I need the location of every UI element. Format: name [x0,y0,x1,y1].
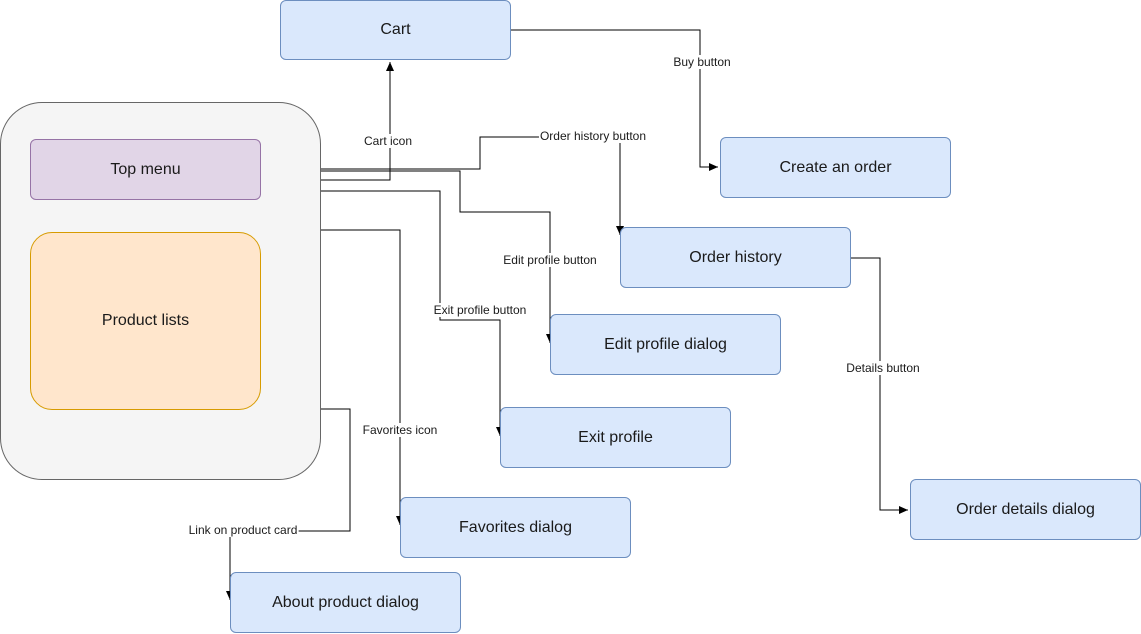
edge-details-button [850,257,908,514]
edge-exit-profile-button [260,190,504,436]
top-menu-node: Top menu [30,139,261,200]
edge-buy-button [510,29,718,171]
product-lists-node: Product lists [30,232,261,410]
edge-label-exit-profile-button: Exit profile button [432,303,528,317]
order-history-node: Order history [620,227,851,288]
edge-label-favorites-icon: Favorites icon [361,423,439,437]
edge-label-link-on-product-card: Link on product card [187,523,299,537]
edge-label-edit-profile-button: Edit profile button [502,253,598,267]
edge-label-details-button: Details button [845,361,921,375]
edge-label-order-history-button: Order history button [538,129,648,143]
cart-node: Cart [280,0,511,60]
favorites-dialog-node: Favorites dialog [400,497,631,558]
edit-profile-dialog-node: Edit profile dialog [550,314,781,375]
edge-label-cart-icon: Cart icon [362,134,414,148]
create-order-node: Create an order [720,137,951,198]
edge-label-buy-button: Buy button [672,55,732,69]
exit-profile-node: Exit profile [500,407,731,468]
edge-order-history-button [260,136,624,235]
about-product-dialog-node: About product dialog [230,572,461,633]
order-details-dialog-node: Order details dialog [910,479,1141,540]
